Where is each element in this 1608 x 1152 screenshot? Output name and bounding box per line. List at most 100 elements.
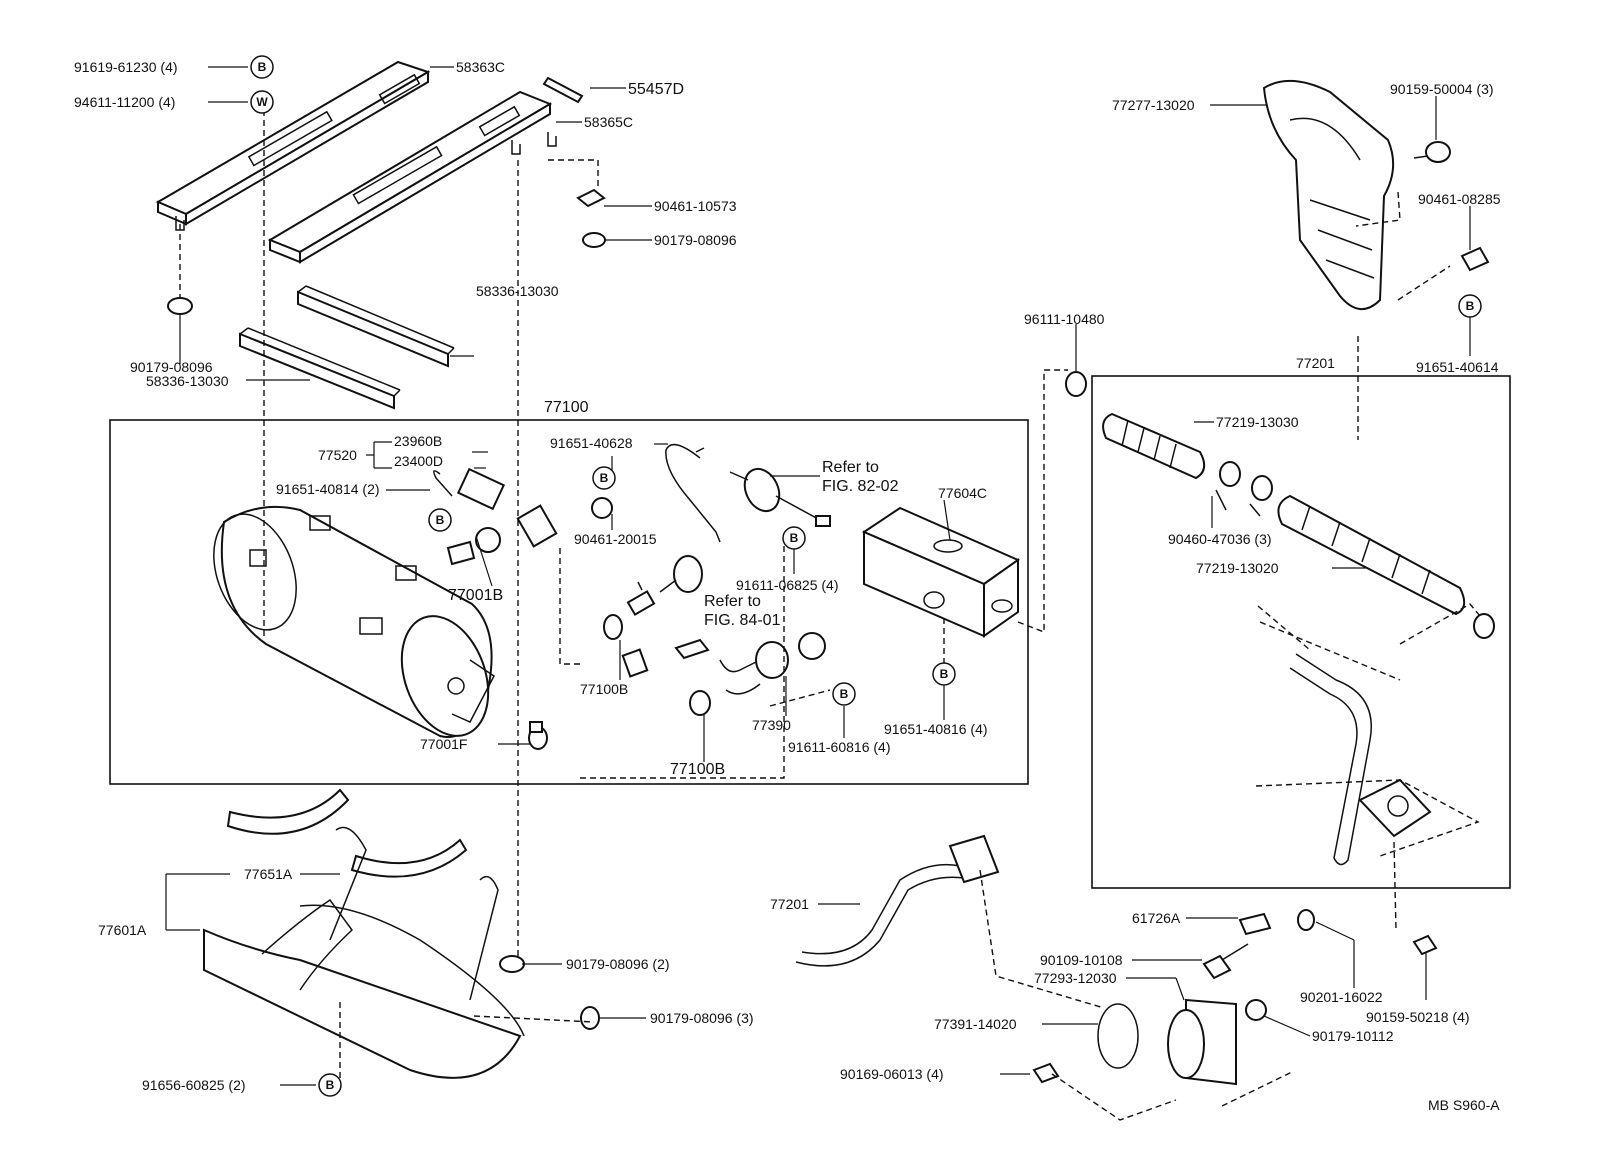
label-90159-50218: 90159-50218 (4): [1366, 1009, 1470, 1025]
label-77651A: 77651A: [244, 866, 293, 882]
label-77219-13020: 77219-13020: [1196, 560, 1279, 576]
label-77520: 77520: [318, 447, 357, 463]
oring-77100B-a: [603, 614, 623, 640]
bolt-symbol-91619: B: [250, 55, 274, 79]
label-90460-47036: 90460-47036 (3): [1168, 531, 1272, 547]
label-77277-13020: 77277-13020: [1112, 97, 1195, 113]
bolt-symbol-91651-40614: B: [1458, 294, 1482, 318]
label-90169-06013: 90169-06013 (4): [840, 1066, 944, 1082]
svg-text:B: B: [940, 667, 949, 681]
label-77100B-a: 77100B: [580, 681, 628, 697]
label-58363C: 58363C: [456, 59, 505, 75]
label-91651-40814: 91651-40814 (2): [276, 481, 380, 497]
valve-77520: [433, 467, 558, 566]
leader-lines: [165, 66, 1471, 1086]
bolt-90109-10108: [1202, 943, 1249, 980]
pump-77390: [674, 632, 826, 695]
grommet-90179-08096-3: [580, 1006, 600, 1030]
label-90179-08096-a: 90179-08096: [654, 232, 737, 248]
label-77001B: 77001B: [448, 587, 503, 604]
fitting-77001: [621, 648, 649, 678]
label-77604C: 77604C: [938, 485, 987, 501]
label-94611-11200: 94611-11200 (4): [74, 94, 175, 110]
bracket-90461-08285: [1460, 246, 1490, 272]
washer-symbol-94611: W: [250, 90, 274, 114]
bolt-symbol-91611-60816: B: [832, 682, 856, 706]
label-90461-10573: 90461-10573: [654, 198, 737, 214]
bolt-90159-50004: [1413, 141, 1451, 163]
label-91619-61230: 91619-61230 (4): [74, 59, 178, 75]
hose-91651-40628: [591, 443, 721, 543]
clamp-96111-10480: [1065, 371, 1087, 397]
label-23400D: 23400D: [394, 453, 443, 469]
bolt-symbol-91651-40816: B: [932, 662, 956, 686]
bolt-90169-06013: [1032, 1062, 1060, 1084]
grommet-90179-08096-left: [167, 297, 193, 315]
label-77201-b: 77201: [770, 896, 809, 912]
label-58336-13030-b: 58336-13030: [146, 373, 229, 389]
strap-77651A-a: [226, 788, 468, 878]
corrugated-hose-77219-13020: [1277, 494, 1495, 639]
label-58336-13030-a: 58336-13030: [476, 283, 559, 299]
label-90179-08096-2: 90179-08096 (2): [566, 956, 670, 972]
plate-58363C: [155, 60, 431, 231]
clamp-90460-47036: [1215, 461, 1273, 517]
exhaust-pipe: [1289, 653, 1432, 866]
label-90159-50004: 90159-50004 (3): [1390, 81, 1494, 97]
label-77219-13030: 77219-13030: [1216, 414, 1299, 430]
plate-58365C: [267, 90, 557, 264]
part-labels: 91619-61230 (4) 94611-11200 (4) 58363C 5…: [74, 59, 1501, 1113]
label-91651-40614: 91651-40614: [1416, 359, 1499, 375]
grommet-90179-10112: [1245, 999, 1267, 1021]
label-77201-a: 77201: [1296, 355, 1335, 371]
ring-77391-14020: [1097, 1003, 1139, 1069]
flange-77293-12030: [1167, 998, 1237, 1086]
svg-text:B: B: [258, 60, 267, 74]
duct-77277-13020: [1262, 79, 1395, 310]
svg-text:B: B: [600, 471, 609, 485]
bolt-symbol-91611-06825: B: [782, 526, 806, 550]
plug-77001F: [528, 721, 548, 750]
assembly-box-77201: [1091, 375, 1511, 889]
oring-77100B-b: [689, 690, 711, 716]
label-91656-60825: 91656-60825 (2): [142, 1077, 246, 1093]
label-90461-08285: 90461-08285: [1418, 191, 1501, 207]
svg-text:B: B: [1466, 299, 1475, 313]
svg-text:B: B: [840, 687, 849, 701]
sensor-fig-84-01: [626, 555, 703, 616]
label-91651-40628: 91651-40628: [550, 435, 633, 451]
label-58365C: 58365C: [584, 114, 633, 130]
label-90201-16022: 90201-16022: [1300, 989, 1383, 1005]
box-77604C: [861, 506, 1021, 638]
svg-text:B: B: [326, 1078, 335, 1092]
label-90179-08096-3: 90179-08096 (3): [650, 1010, 754, 1026]
label-77001F: 77001F: [420, 736, 467, 752]
grommet-90179-08096-top: [582, 232, 606, 248]
svg-text:W: W: [256, 95, 268, 109]
assembly-lines: [179, 110, 1481, 1121]
label-90179-10112: 90179-10112: [1312, 1028, 1394, 1044]
svg-text:B: B: [436, 513, 445, 527]
svg-text:B: B: [790, 531, 799, 545]
label-61726A: 61726A: [1132, 910, 1181, 926]
bar-58336-13030-upper: [297, 285, 455, 368]
corrugated-hose-77219-13030: [1102, 412, 1206, 480]
label-55457D: 55457D: [628, 81, 684, 98]
label-96111-10480: 96111-10480: [1024, 311, 1105, 327]
bracket-90461-10573: [576, 188, 606, 208]
label-77601A: 77601A: [98, 922, 147, 938]
bolt-symbol-91651-40814: B: [428, 508, 452, 532]
strip-55457D: [542, 76, 584, 104]
label-77100: 77100: [544, 399, 589, 416]
sensor-fig-82-02: [729, 467, 831, 527]
shield-77601A: [203, 826, 525, 1079]
bar-58336-13030-lower: [239, 327, 401, 410]
clip-61726A: [1238, 912, 1272, 936]
label-77293-12030: 77293-12030: [1034, 970, 1117, 986]
hose-77201: [795, 834, 1000, 967]
bolt-symbol-91651-40628: B: [592, 466, 616, 490]
sheet-code: MB S960-A: [1428, 1097, 1500, 1113]
label-77391-14020: 77391-14020: [934, 1016, 1017, 1032]
